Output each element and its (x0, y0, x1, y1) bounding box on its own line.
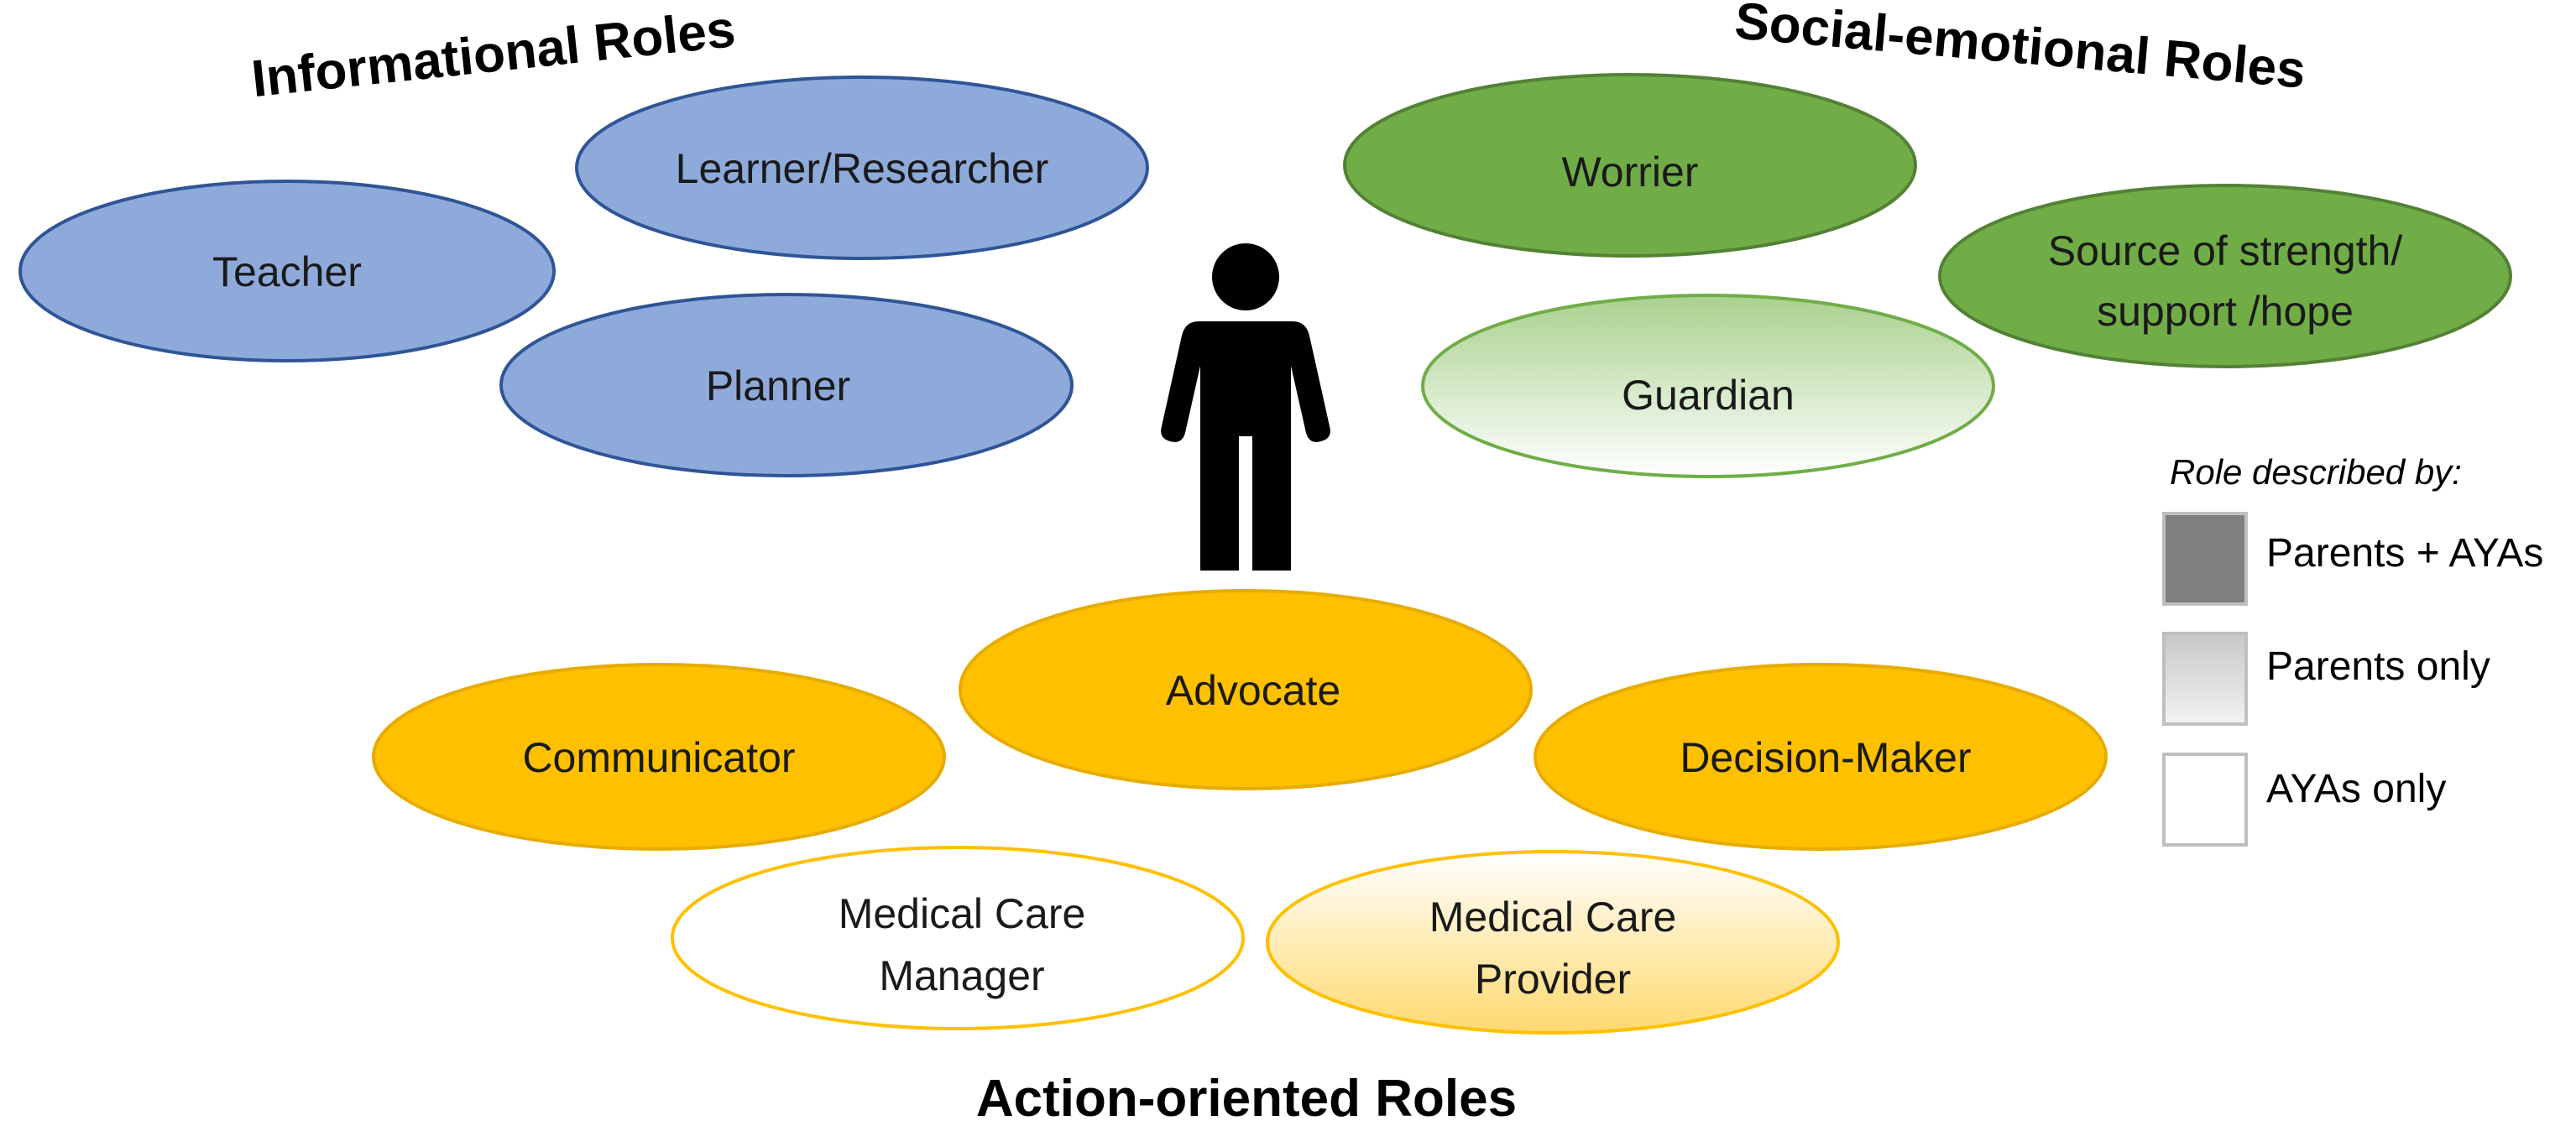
role-worrier: Worrier (1343, 73, 1917, 258)
person-icon (1161, 243, 1330, 571)
role-guardian: Guardian (1421, 294, 1995, 478)
legend-swatch-white (2162, 753, 2248, 847)
role-source-of-strength: Source of strength/ support /hope (1938, 184, 2512, 368)
role-medical-care-provider: Medical Care Provider (1266, 850, 1840, 1035)
legend-item-ayas-only: AYAs only (2162, 753, 2446, 847)
role-label: Worrier (1562, 149, 1699, 195)
role-label: Learner/Researcher (676, 145, 1049, 192)
role-label: Teacher (212, 248, 362, 295)
action-oriented-roles-title: Action-oriented Roles (976, 1070, 1517, 1128)
role-teacher: Teacher (18, 180, 556, 362)
role-medical-care-manager: Medical Care Manager (671, 846, 1245, 1030)
legend-item-parents-ayas: Parents + AYAs (2162, 512, 2543, 606)
role-decision-maker: Decision-Maker (1534, 663, 2108, 851)
legend-swatch-gradient (2162, 632, 2248, 726)
role-label: Communicator (522, 734, 795, 781)
legend-title: Role described by: (2170, 452, 2462, 492)
role-label: Source of strength/ (2048, 227, 2403, 274)
legend-label: Parents only (2266, 644, 2490, 689)
informational-roles-title: Informational Roles (248, 0, 738, 108)
role-communicator: Communicator (372, 663, 946, 851)
legend-item-parents-only: Parents only (2162, 632, 2490, 726)
role-label: Medical Care (1429, 894, 1677, 941)
role-label: Planner (706, 362, 850, 409)
role-label: Provider (1475, 956, 1631, 1003)
social-emotional-roles-title: Social-emotional Roles (1732, 0, 2308, 100)
role-label: Decision-Maker (1680, 734, 1971, 781)
role-label: Medical Care (839, 890, 1086, 937)
role-advocate: Advocate (959, 589, 1533, 790)
role-learner-researcher: Learner/Researcher (575, 76, 1149, 260)
role-label: Advocate (1166, 667, 1340, 714)
legend-swatch-dark (2162, 512, 2248, 606)
role-label: support /hope (2097, 288, 2354, 335)
legend: Role described by: Parents + AYAs Parent… (2162, 452, 2543, 847)
role-planner: Planner (499, 293, 1074, 477)
role-label: Manager (879, 952, 1044, 999)
legend-label: Parents + AYAs (2266, 531, 2543, 576)
legend-label: AYAs only (2266, 767, 2446, 811)
role-label: Guardian (1622, 372, 1795, 419)
